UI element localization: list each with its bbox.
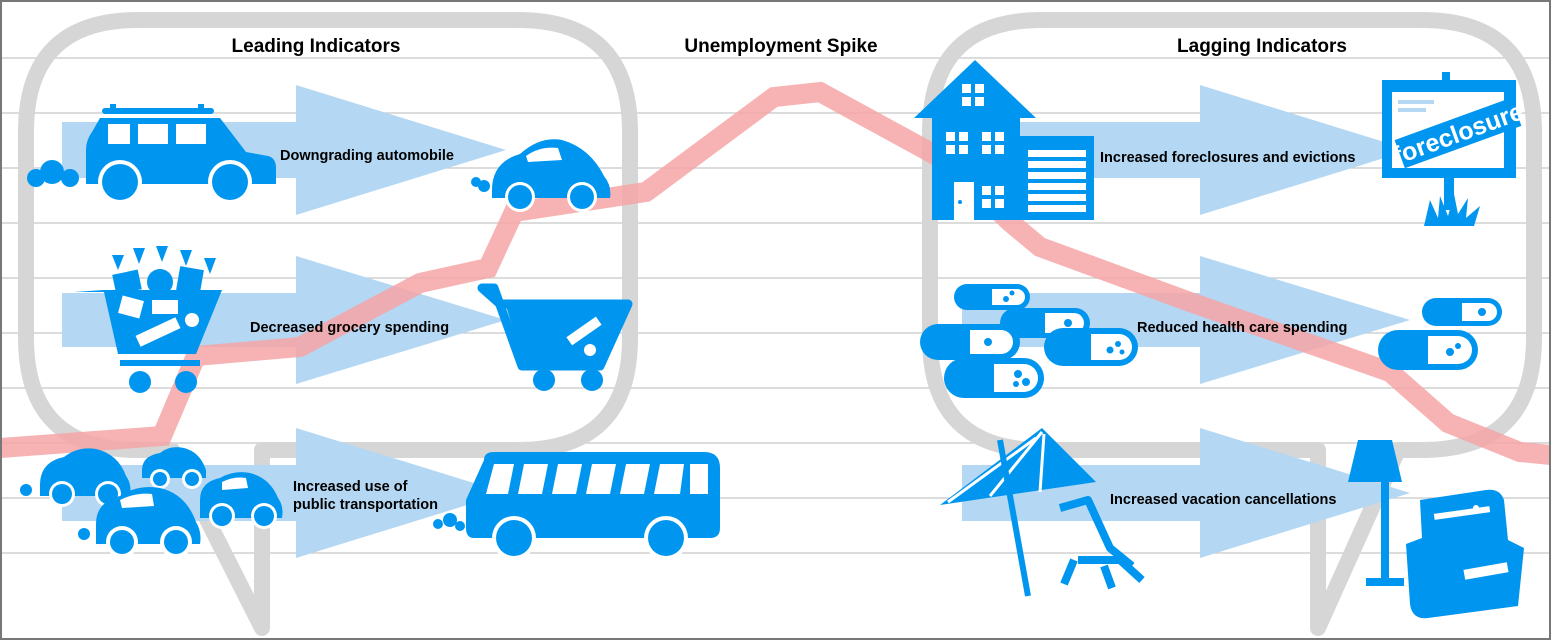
page-title: Unemployment Spike (684, 36, 877, 57)
healthcare-arrow (962, 256, 1410, 384)
unemployment-trend-line (0, 81, 1551, 465)
label-public-transportation-line2: public transportation (293, 497, 438, 513)
pills-cluster-icon (920, 284, 1138, 398)
foreclosure-arrow (962, 85, 1410, 215)
lagging-indicators-heading: Lagging Indicators (1177, 36, 1347, 57)
label-increased-vacation-cancellations: Increased vacation cancellations (1110, 492, 1336, 508)
pill-pair-icon (1378, 298, 1502, 370)
label-increased-foreclosures: Increased foreclosures and evictions (1100, 150, 1355, 166)
bus-icon (433, 452, 720, 560)
small-car-icon (471, 139, 611, 212)
label-downgrading-automobile: Downgrading automobile (280, 148, 454, 164)
leading-speech-bubble (18, 12, 638, 636)
empty-shopping-cart-icon (477, 283, 633, 391)
label-public-transportation-line1: Increased use of (293, 479, 408, 495)
vacation-arrow (962, 428, 1410, 558)
exhaust-puff-icon (27, 160, 79, 187)
cars-cluster-icon (20, 447, 283, 558)
label-decreased-grocery-spending: Decreased grocery spending (250, 320, 449, 336)
armchair-icon (1406, 489, 1524, 619)
suv-icon (86, 104, 276, 204)
house-icon (914, 60, 1094, 220)
full-shopping-cart-icon (74, 246, 222, 393)
leading-indicators-heading: Leading Indicators (232, 36, 401, 57)
lagging-speech-bubble (922, 12, 1542, 636)
transport-arrow (62, 428, 506, 558)
label-reduced-health-care-spending: Reduced health care spending (1137, 320, 1347, 336)
foreclosure-sign-icon: foreclosure (1382, 72, 1527, 226)
beach-chair-icon (1058, 496, 1145, 590)
automobile-arrow (62, 85, 506, 215)
floor-lamp-icon (1348, 440, 1404, 586)
beach-umbrella-icon (940, 428, 1096, 597)
